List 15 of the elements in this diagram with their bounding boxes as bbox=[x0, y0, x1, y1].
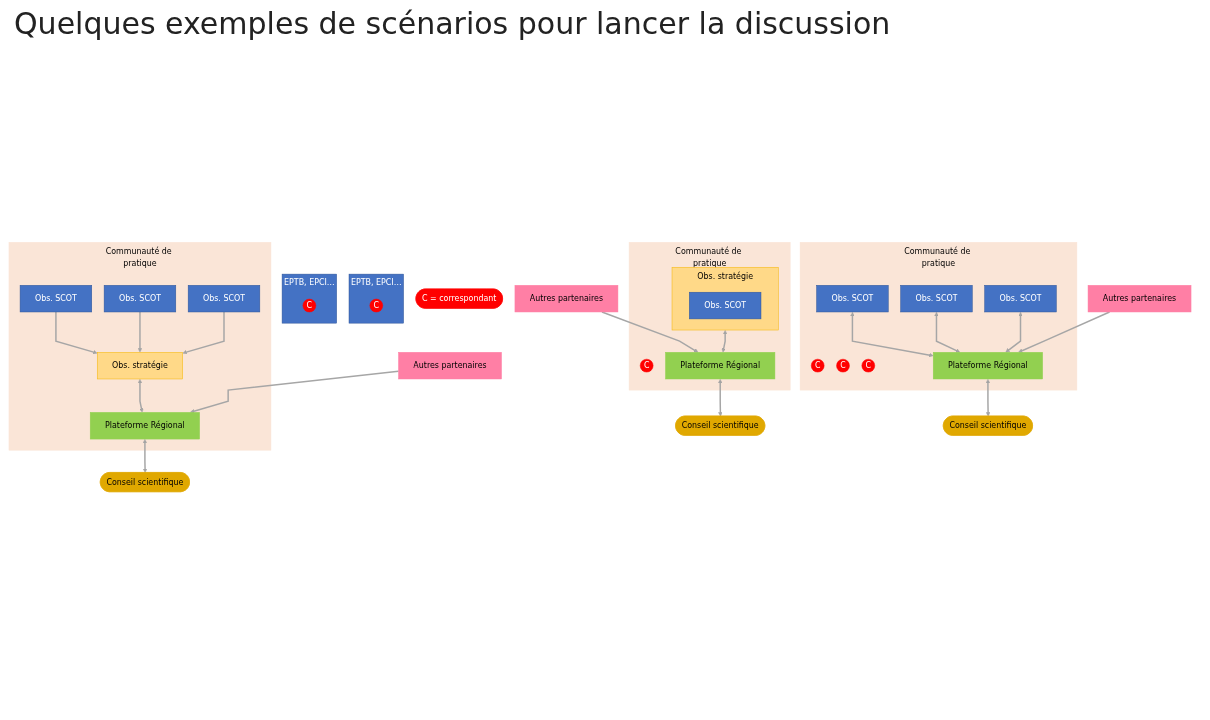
arrow bbox=[850, 312, 934, 358]
arrow bbox=[1005, 312, 1023, 353]
arrow bbox=[137, 311, 143, 353]
arrow bbox=[137, 379, 144, 413]
arrow bbox=[718, 379, 723, 417]
arrow bbox=[55, 311, 98, 355]
arrow bbox=[1018, 311, 1111, 353]
arrow bbox=[934, 312, 961, 353]
arrow bbox=[190, 370, 400, 414]
arrow bbox=[985, 379, 991, 417]
arrow bbox=[601, 311, 699, 353]
arrow bbox=[142, 439, 148, 473]
arrow bbox=[721, 330, 728, 353]
arrow bbox=[182, 311, 225, 355]
title: Quelques exemples de scénarios pour lancer la discussion bbox=[14, 6, 892, 41]
